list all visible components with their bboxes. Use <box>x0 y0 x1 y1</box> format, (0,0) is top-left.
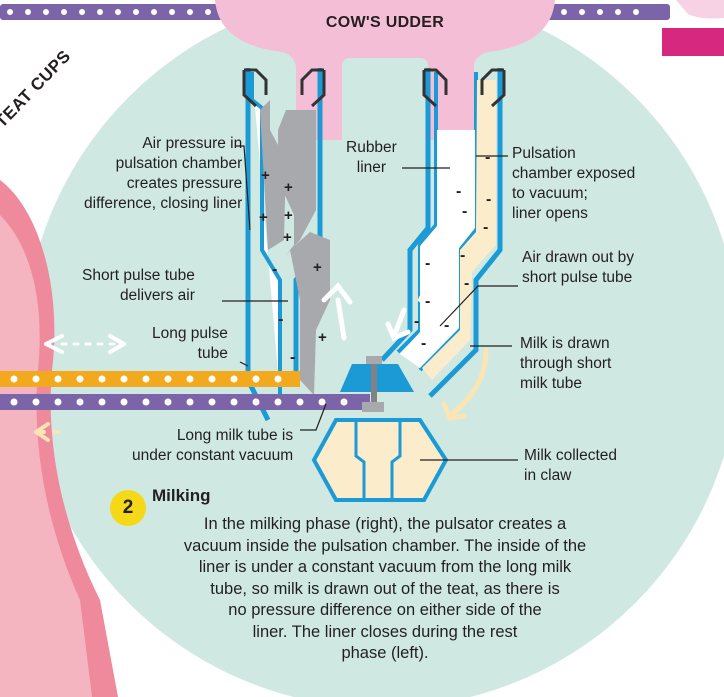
minus-sign: - <box>425 255 430 272</box>
minus-sign: - <box>485 149 490 166</box>
step-description-line: liner. The liner closes during the rest <box>102 622 668 644</box>
minus-sign: - <box>278 311 283 328</box>
plus-sign: + <box>313 259 322 276</box>
minus-sign: - <box>464 275 469 292</box>
plus-sign: + <box>318 329 327 346</box>
plus-sign: + <box>284 179 293 196</box>
step-description: In the milking phase (right), the pulsat… <box>102 514 668 665</box>
plus-sign: + <box>261 167 270 184</box>
minus-sign: - <box>444 317 449 334</box>
minus-sign: - <box>462 203 467 220</box>
step-description-line: phase (left). <box>102 643 668 665</box>
minus-sign: - <box>272 261 277 278</box>
minus-sign: - <box>425 293 430 310</box>
step-description-line: In the milking phase (right), the pulsat… <box>102 514 668 536</box>
cows-udder-title: COW'S UDDER <box>300 14 470 32</box>
step-title: Milking <box>152 486 211 506</box>
minus-sign: - <box>421 335 426 352</box>
step-description-line: liner is under a constant vacuum from th… <box>102 557 668 579</box>
plus-sign: + <box>283 229 292 246</box>
minus-sign: - <box>483 219 488 236</box>
minus-sign: - <box>486 191 491 208</box>
step-description-line: tube, so milk is drawn out of the teat, … <box>102 579 668 601</box>
minus-sign: - <box>460 247 465 264</box>
minus-sign: - <box>414 313 419 330</box>
plus-sign: + <box>284 207 293 224</box>
step-description-line: no pressure difference on either side of… <box>102 600 668 622</box>
minus-sign: - <box>290 349 295 366</box>
corner-tab-pink <box>662 28 724 56</box>
plus-sign: + <box>259 209 268 226</box>
minus-sign: - <box>456 183 461 200</box>
corner-tab-light <box>676 0 724 19</box>
step-description-line: vacuum inside the pulsation chamber. The… <box>102 536 668 558</box>
